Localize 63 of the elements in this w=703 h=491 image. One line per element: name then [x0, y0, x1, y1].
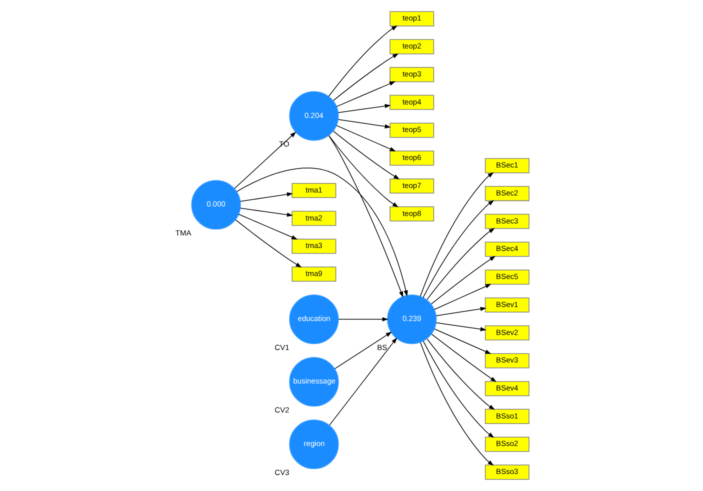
node-circle: region [288, 419, 338, 470]
node-box: BSso1 [484, 408, 529, 424]
arrow [240, 192, 292, 202]
arrow [332, 53, 398, 101]
node-box: tma1 [291, 182, 336, 198]
arrow [332, 130, 400, 180]
node-box: BSec1 [484, 158, 529, 174]
node-box: tma9 [291, 266, 336, 282]
arrow [238, 214, 298, 240]
node-box: BSec2 [484, 186, 529, 202]
arrow [422, 200, 494, 298]
node-box: BSec4 [484, 242, 529, 257]
node-box: teop3 [389, 67, 434, 82]
node-circle: 0.000 [190, 180, 240, 230]
arrow [337, 104, 390, 114]
arrow [422, 340, 494, 438]
node-label: CV1 [274, 342, 289, 352]
node-label: CV2 [274, 405, 289, 414]
arrow [234, 219, 302, 268]
node-circle: businessage [288, 356, 338, 407]
arrow [426, 228, 494, 300]
node-box: teop2 [389, 39, 434, 54]
arrow [336, 81, 395, 107]
arrow [434, 328, 491, 354]
arrow [430, 256, 496, 304]
arrow [236, 168, 408, 296]
node-box: BSev3 [484, 353, 529, 368]
node-box: teop6 [389, 150, 434, 166]
arrow [336, 125, 396, 152]
node-box: teop8 [389, 206, 434, 222]
arrow [426, 338, 494, 410]
arrow [420, 342, 494, 466]
node-box: BSso2 [484, 436, 529, 452]
node-label: CV3 [274, 468, 289, 477]
arrow [334, 332, 392, 370]
node-box: teop4 [389, 94, 434, 110]
arrow [328, 135, 398, 208]
node-box: tma2 [291, 210, 336, 226]
node-box: teop5 [389, 122, 434, 138]
node-box: BSec5 [484, 270, 529, 285]
node-box: BSev2 [484, 325, 529, 340]
node-label: TMA [174, 228, 191, 238]
node-box: BSev4 [484, 381, 529, 396]
arrow [328, 337, 397, 426]
arrow [419, 172, 494, 297]
arrow [338, 317, 388, 322]
arrow [435, 322, 486, 332]
arrow [337, 119, 390, 128]
arrow [328, 135, 403, 298]
node-box: tma3 [291, 238, 336, 254]
arrow [430, 334, 496, 382]
arrow [234, 132, 296, 189]
node-box: teop1 [389, 11, 434, 26]
node-box: teop7 [389, 178, 434, 194]
node-box: BSec3 [484, 214, 529, 229]
node-box: BSev1 [484, 297, 529, 313]
arrow [435, 306, 486, 316]
node-label: BS [376, 342, 387, 352]
node-box: BSso3 [484, 464, 529, 480]
arrow [328, 26, 398, 97]
arrow [434, 284, 491, 310]
arrow [240, 208, 292, 217]
node-circle: education [288, 294, 338, 344]
